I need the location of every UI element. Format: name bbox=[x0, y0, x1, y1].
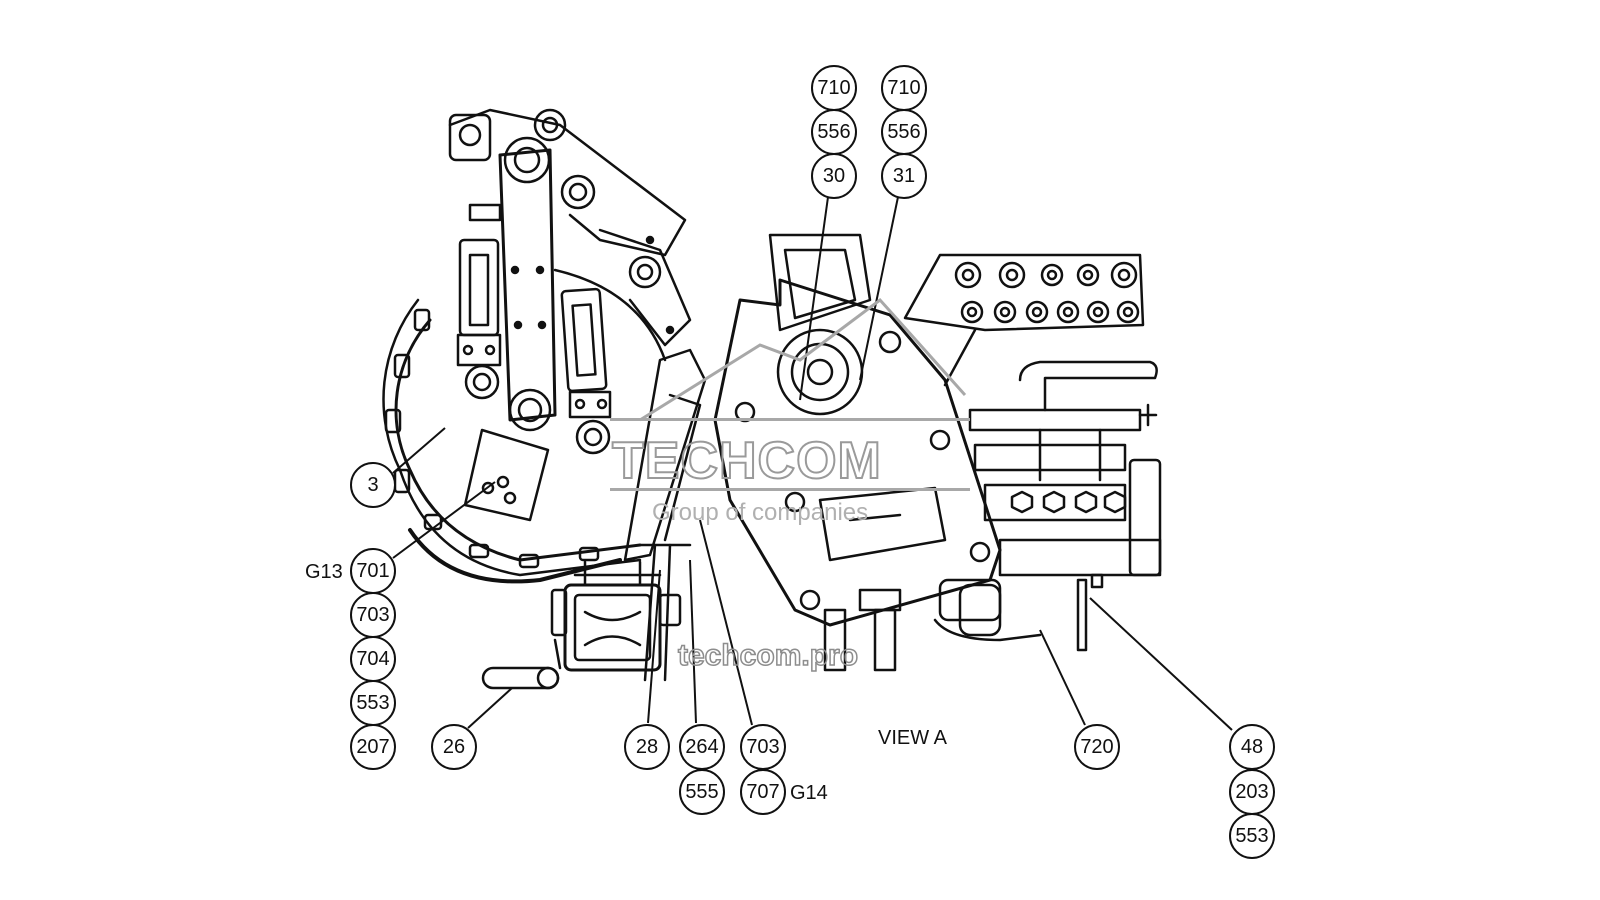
watermark-brand: TECHCOM bbox=[612, 432, 882, 490]
callout-number: 553 bbox=[1235, 825, 1268, 847]
callout-number: 707 bbox=[746, 781, 779, 803]
callout-bubble[interactable]: 701 bbox=[350, 548, 396, 594]
callout-number: 26 bbox=[443, 736, 465, 758]
callout-number: 710 bbox=[817, 77, 850, 99]
bolt-row-bottom bbox=[960, 300, 1140, 324]
top-linkage bbox=[448, 108, 692, 347]
callout-number: 704 bbox=[356, 648, 389, 670]
callout-bubble[interactable]: 704 bbox=[350, 636, 396, 682]
right-cylinder bbox=[560, 287, 612, 455]
callout-number: 264 bbox=[685, 736, 718, 758]
callout-number: 30 bbox=[823, 165, 845, 187]
callouts: 710 556 30 710 556 31 3 701 703 704 553 … bbox=[350, 65, 1275, 859]
left-cylinder bbox=[456, 203, 502, 400]
belt-arm bbox=[498, 136, 557, 432]
callout-bubble[interactable]: 703 bbox=[350, 592, 396, 638]
guide-bar bbox=[623, 348, 707, 682]
callout-number: 28 bbox=[636, 736, 658, 758]
gearbox bbox=[550, 560, 682, 672]
callout-number: 720 bbox=[1080, 736, 1113, 758]
callout-bubble[interactable]: 710 bbox=[881, 65, 927, 111]
callout-number: 48 bbox=[1241, 736, 1263, 758]
leader-lines bbox=[392, 196, 1233, 731]
callout-bubble[interactable]: 48 bbox=[1229, 724, 1275, 770]
callout-bubble[interactable]: 703 bbox=[740, 724, 786, 770]
callout-bubble[interactable]: 720 bbox=[1074, 724, 1120, 770]
watermark-url: techcom.pro bbox=[678, 639, 858, 672]
handle bbox=[481, 638, 562, 690]
machine-drawing bbox=[382, 108, 1162, 690]
group-label-g13: G13 bbox=[305, 561, 343, 583]
callout-number: 701 bbox=[356, 560, 389, 582]
watermark-tagline: Group of companies bbox=[652, 499, 868, 526]
callout-bubble[interactable]: 264 bbox=[679, 724, 725, 770]
drum-assembly bbox=[382, 268, 667, 584]
right-frame bbox=[858, 360, 1162, 652]
callout-bubble[interactable]: 26 bbox=[431, 724, 477, 770]
callout-number: 710 bbox=[887, 77, 920, 99]
callout-bubble[interactable]: 31 bbox=[881, 153, 927, 199]
view-label: VIEW A bbox=[878, 727, 948, 749]
house-logo-icon bbox=[639, 297, 967, 422]
callout-number: 703 bbox=[746, 736, 779, 758]
callout-number: 31 bbox=[893, 165, 915, 187]
callout-number: 703 bbox=[356, 604, 389, 626]
callout-number: 553 bbox=[356, 692, 389, 714]
callout-bubble[interactable]: 707 bbox=[740, 769, 786, 815]
callout-bubble[interactable]: 556 bbox=[881, 109, 927, 155]
watermark: TECHCOM Group of companies techcom.pro bbox=[610, 297, 970, 673]
bolt-row-top bbox=[954, 261, 1138, 289]
callout-bubble[interactable]: 207 bbox=[350, 724, 396, 770]
callout-number: 556 bbox=[817, 121, 850, 143]
callout-number: 207 bbox=[356, 736, 389, 758]
callout-bubble[interactable]: 553 bbox=[350, 680, 396, 726]
callout-number: 3 bbox=[367, 474, 378, 496]
callout-bubble[interactable]: 555 bbox=[679, 769, 725, 815]
callout-bubble[interactable]: 3 bbox=[350, 462, 396, 508]
callout-bubble[interactable]: 30 bbox=[811, 153, 857, 199]
callout-bubble[interactable]: 28 bbox=[624, 724, 670, 770]
callout-number: 556 bbox=[887, 121, 920, 143]
bolt-plate bbox=[903, 253, 1145, 387]
callout-bubble[interactable]: 710 bbox=[811, 65, 857, 111]
group-label-g14: G14 bbox=[790, 782, 828, 804]
callout-bubble[interactable]: 203 bbox=[1229, 769, 1275, 815]
callout-number: 555 bbox=[685, 781, 718, 803]
callout-bubble[interactable]: 556 bbox=[811, 109, 857, 155]
callout-number: 203 bbox=[1235, 781, 1268, 803]
callout-bubble[interactable]: 553 bbox=[1229, 813, 1275, 859]
